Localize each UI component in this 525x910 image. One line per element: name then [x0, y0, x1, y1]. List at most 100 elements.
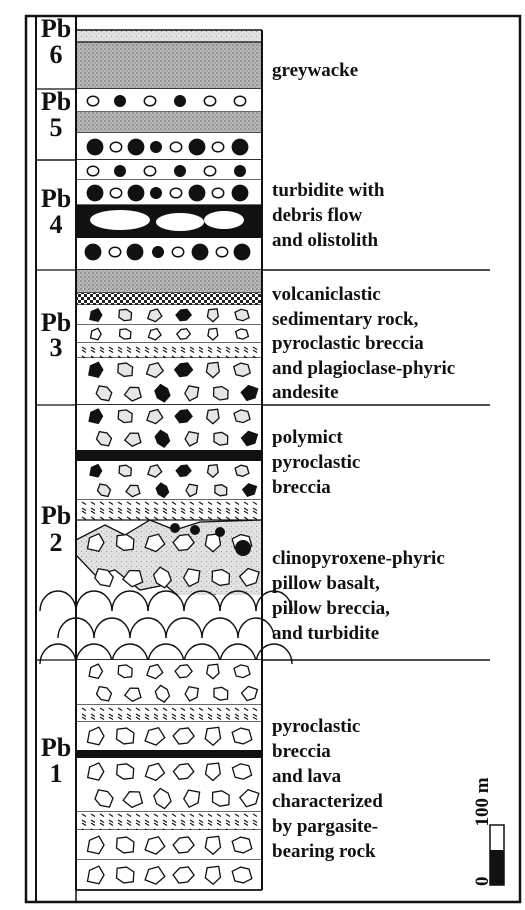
- unit-descriptions: greywacketurbidite withdebris flowand ol…: [272, 60, 455, 862]
- angular-clast: [118, 363, 133, 376]
- angular-clast: [213, 791, 230, 806]
- unit-description-line: pyroclastic breccia: [272, 333, 424, 354]
- angular-clast: [215, 485, 227, 496]
- angular-clast: [235, 465, 249, 476]
- angular-clast: [117, 728, 134, 744]
- angular-clast: [117, 837, 134, 853]
- angular-clast: [234, 363, 251, 376]
- unit-description-line: pyroclastic: [272, 716, 360, 737]
- dark-lava-bed: [76, 750, 262, 758]
- scale-bar: 100 m 0: [472, 777, 504, 886]
- unit-description-line: turbidite with: [272, 180, 385, 201]
- unit-labels: Pb6Pb5Pb4Pb3Pb2Pb1: [41, 14, 71, 788]
- large-black-pebble: [189, 185, 206, 202]
- olistolith-block: [204, 211, 244, 229]
- pillow-arc: [40, 591, 76, 611]
- unit-description-line: and olistolith: [272, 230, 379, 251]
- unit-description-line: characterized: [272, 791, 383, 812]
- tuff-layer: [76, 812, 262, 830]
- white-pebble: [144, 96, 155, 106]
- white-pebble: [109, 247, 120, 257]
- unit-description-line: by pargasite-: [272, 816, 378, 837]
- unit-description-line: polymict: [272, 427, 343, 448]
- unit-number-label: 2: [50, 528, 63, 557]
- white-pebble: [212, 142, 223, 152]
- unit-description-line: breccia: [272, 741, 331, 762]
- angular-clast: [212, 570, 229, 586]
- unit-description-line: and turbidite: [272, 623, 379, 644]
- angular-clast: [214, 387, 228, 401]
- angular-clast: [117, 535, 134, 551]
- large-black-pebble: [85, 244, 102, 261]
- unit-description-line: sedimentary rock,: [272, 309, 419, 330]
- olistolith-block: [156, 213, 204, 231]
- unit-code-label: Pb: [41, 184, 71, 213]
- angular-clast: [214, 687, 228, 700]
- checkered-tuff-layer: [76, 293, 262, 305]
- black-pebble: [215, 527, 225, 537]
- unit-description-line: volcaniclastic: [272, 284, 381, 305]
- black-pebble: [114, 165, 126, 177]
- unit-code-label: Pb: [41, 501, 71, 530]
- black-pebble: [170, 523, 180, 533]
- angular-clast: [234, 665, 250, 678]
- lithology-column: [40, 16, 292, 890]
- angular-clast: [232, 764, 251, 779]
- angular-clast: [117, 764, 134, 779]
- unit-number-label: 4: [50, 210, 63, 239]
- angular-clast: [118, 665, 132, 678]
- angular-clast: [234, 410, 250, 423]
- black-pebble: [114, 95, 126, 107]
- white-pebble: [204, 166, 215, 176]
- black-pebble: [150, 187, 162, 199]
- angular-clast: [118, 410, 132, 423]
- scale-length-label: 100 m: [472, 777, 493, 826]
- greywacke-stipple-layer: [76, 112, 262, 133]
- unit-number-label: 6: [50, 40, 63, 69]
- angular-clast: [214, 432, 228, 445]
- large-black-pebble: [127, 244, 144, 261]
- angular-clast: [120, 329, 131, 339]
- white-pebble: [234, 96, 245, 106]
- scale-zero-label: 0: [472, 877, 493, 887]
- black-pebble: [174, 165, 186, 177]
- black-pebble: [235, 540, 251, 556]
- unit-number-label: 1: [50, 759, 63, 788]
- white-pebble: [212, 188, 223, 198]
- large-black-pebble: [192, 244, 209, 261]
- unit-description-line: debris flow: [272, 205, 363, 226]
- unit-description-line: pyroclastic: [272, 452, 360, 473]
- unit-description-line: andesite: [272, 382, 339, 403]
- unit-description-line: breccia: [272, 477, 331, 498]
- large-black-pebble: [234, 244, 251, 261]
- unit-code-label: Pb: [41, 733, 71, 762]
- dark-marker-bed: [76, 450, 262, 461]
- angular-clast: [119, 465, 131, 476]
- light-stipple-layer: [76, 30, 262, 42]
- angular-clast: [119, 309, 132, 320]
- volcaniclastic-stipple-layer: [76, 270, 262, 293]
- white-pebble: [170, 188, 181, 198]
- pillow-arc: [40, 644, 76, 664]
- angular-clast: [117, 867, 134, 883]
- unit-description-line: clinopyroxene-phyric: [272, 548, 445, 569]
- unit-number-label: 5: [50, 113, 63, 142]
- white-pebble: [170, 142, 181, 152]
- black-pebble: [190, 525, 200, 535]
- white-pebble: [87, 96, 98, 106]
- unit-description-line: pillow basalt,: [272, 573, 380, 594]
- unit-number-label: 3: [50, 333, 63, 362]
- unit-description-line: and plagioclase-phyric: [272, 358, 455, 379]
- angular-clast: [235, 309, 249, 320]
- breccia-layer: [76, 325, 262, 343]
- unit-description-line: pillow breccia,: [272, 598, 390, 619]
- large-black-pebble: [232, 139, 249, 156]
- angular-clast: [232, 837, 252, 853]
- large-black-pebble: [232, 185, 249, 202]
- large-black-pebble: [189, 139, 206, 156]
- olistolith-block: [90, 210, 150, 230]
- white-pebble: [144, 166, 155, 176]
- unit-code-label: Pb: [41, 87, 71, 116]
- white-pebble: [216, 247, 227, 257]
